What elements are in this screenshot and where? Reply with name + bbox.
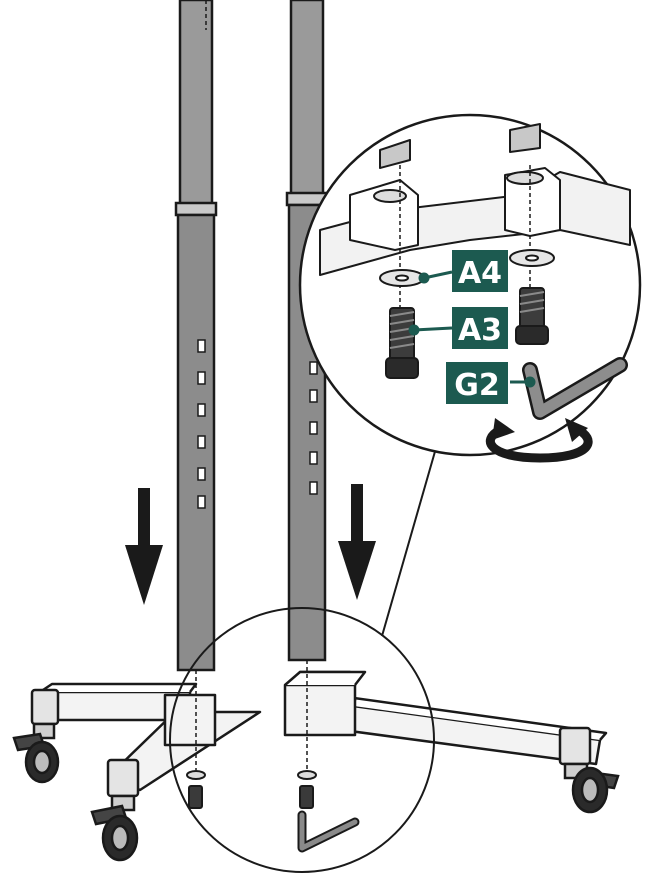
washer-a4-left (379, 269, 425, 287)
base-end-caps (30, 688, 592, 798)
bolt-small-right (299, 785, 314, 809)
bolt-small-left (188, 785, 203, 809)
detail-circle-small (169, 607, 435, 873)
pole-guide-lines (195, 0, 308, 770)
down-arrow-icon (125, 488, 163, 605)
label-g2-text: G2 (454, 368, 500, 403)
callout-connector (381, 447, 437, 637)
pole-right-holes (309, 361, 318, 495)
washer-a4-right (509, 249, 555, 267)
label-a4-text: A4 (458, 256, 502, 291)
rotate-arrow-icon (485, 418, 593, 463)
base-frame (38, 670, 608, 792)
label-g2: G2 (446, 362, 508, 404)
caster-wheel-left (12, 722, 60, 784)
bolt-a3-right (515, 287, 549, 345)
pole-left-holes (197, 339, 206, 509)
down-arrow-icon (338, 484, 376, 600)
label-a4: A4 (452, 250, 508, 292)
washer-small-left (186, 770, 206, 780)
washer-small-right (297, 770, 317, 780)
label-a3-text: A3 (458, 313, 502, 348)
caster-wheel-right (563, 762, 620, 814)
pole-left (174, 0, 218, 672)
bolt-a3-left (385, 307, 419, 379)
caster-wheel-front (90, 794, 139, 862)
label-a3: A3 (452, 307, 508, 349)
